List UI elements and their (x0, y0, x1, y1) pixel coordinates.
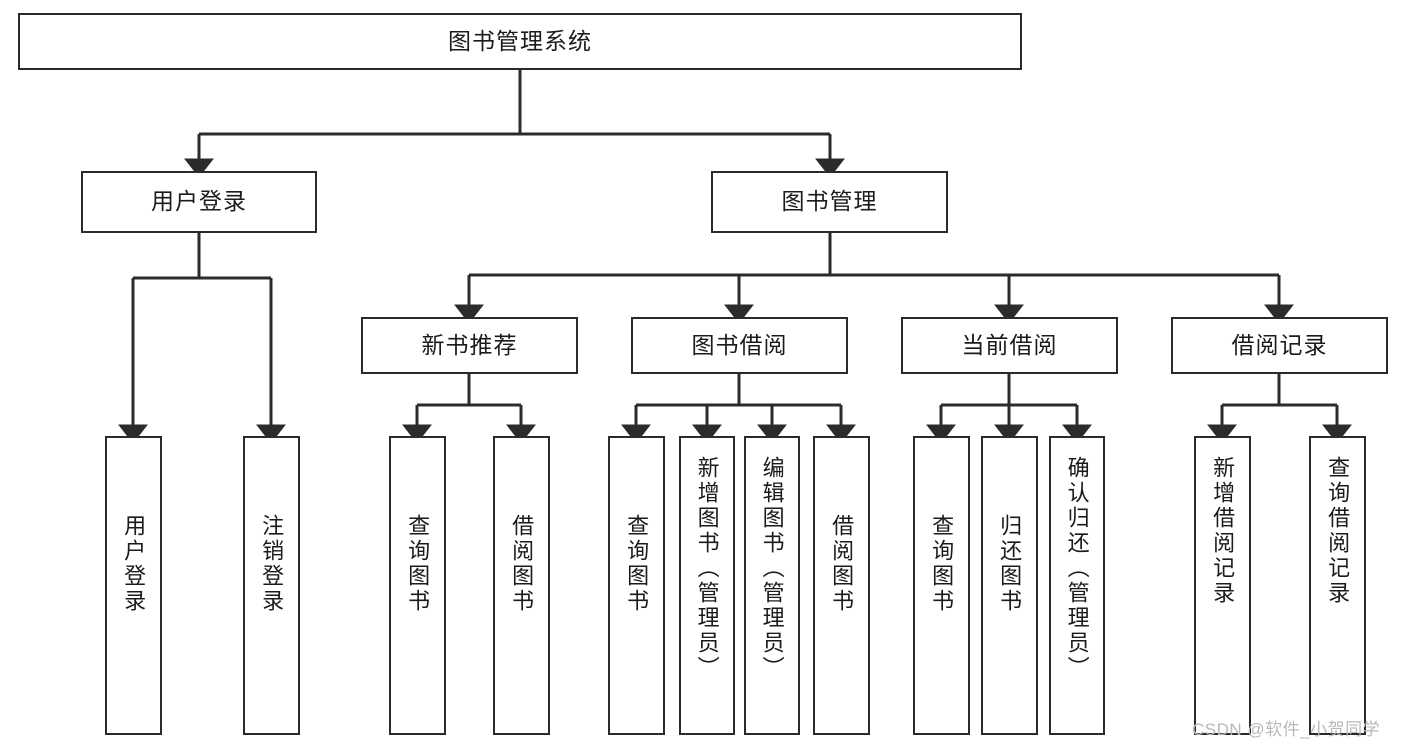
node-current-borrow[interactable]: 当前借阅 (901, 317, 1118, 374)
node-root-system[interactable]: 图书管理系统 (18, 13, 1022, 70)
node-label: 用户登录 (121, 514, 147, 614)
leaf-borrow-book-newbook[interactable]: 借阅图书 (493, 436, 550, 735)
node-label: 注销登录 (259, 514, 285, 614)
leaf-query-borrow-record[interactable]: 查询借阅记录 (1309, 436, 1366, 735)
node-label: 查询图书 (405, 514, 431, 614)
node-label: 借阅图书 (509, 514, 535, 614)
node-label: 新增图书（管理员） (694, 456, 720, 681)
node-label: 新增借阅记录 (1210, 456, 1236, 606)
leaf-query-book-current[interactable]: 查询图书 (913, 436, 970, 735)
leaf-logout[interactable]: 注销登录 (243, 436, 300, 735)
node-label: 归还图书 (997, 514, 1023, 614)
node-book-borrow[interactable]: 图书借阅 (631, 317, 848, 374)
watermark-text: CSDN @软件_小贺同学 (1192, 720, 1381, 739)
node-label: 查询图书 (929, 514, 955, 614)
leaf-edit-book-admin[interactable]: 编辑图书（管理员） (744, 436, 800, 735)
leaf-query-book-newbook[interactable]: 查询图书 (389, 436, 446, 735)
leaf-user-login[interactable]: 用户登录 (105, 436, 162, 735)
node-book-management[interactable]: 图书管理 (711, 171, 948, 233)
leaf-add-book-admin[interactable]: 新增图书（管理员） (679, 436, 735, 735)
leaf-confirm-return-admin[interactable]: 确认归还（管理员） (1049, 436, 1105, 735)
node-label: 查询借阅记录 (1325, 456, 1351, 606)
node-label: 查询图书 (624, 514, 650, 614)
node-new-book-recommend[interactable]: 新书推荐 (361, 317, 578, 374)
node-label: 编辑图书（管理员） (759, 456, 785, 681)
node-label: 新书推荐 (421, 331, 518, 358)
node-label: 图书管理 (781, 188, 878, 215)
node-label: 借阅记录 (1231, 331, 1328, 358)
node-label: 当前借阅 (961, 331, 1058, 358)
node-label: 用户登录 (151, 188, 247, 215)
node-label: 图书管理系统 (448, 27, 592, 54)
leaf-return-book[interactable]: 归还图书 (981, 436, 1038, 735)
leaf-query-book-borrow[interactable]: 查询图书 (608, 436, 665, 735)
node-label: 图书借阅 (691, 331, 788, 358)
leaf-add-borrow-record[interactable]: 新增借阅记录 (1194, 436, 1251, 735)
node-label: 借阅图书 (829, 514, 855, 614)
node-label: 确认归还（管理员） (1064, 456, 1090, 681)
leaf-borrow-book[interactable]: 借阅图书 (813, 436, 870, 735)
node-user-login[interactable]: 用户登录 (81, 171, 317, 233)
node-borrow-record[interactable]: 借阅记录 (1171, 317, 1388, 374)
